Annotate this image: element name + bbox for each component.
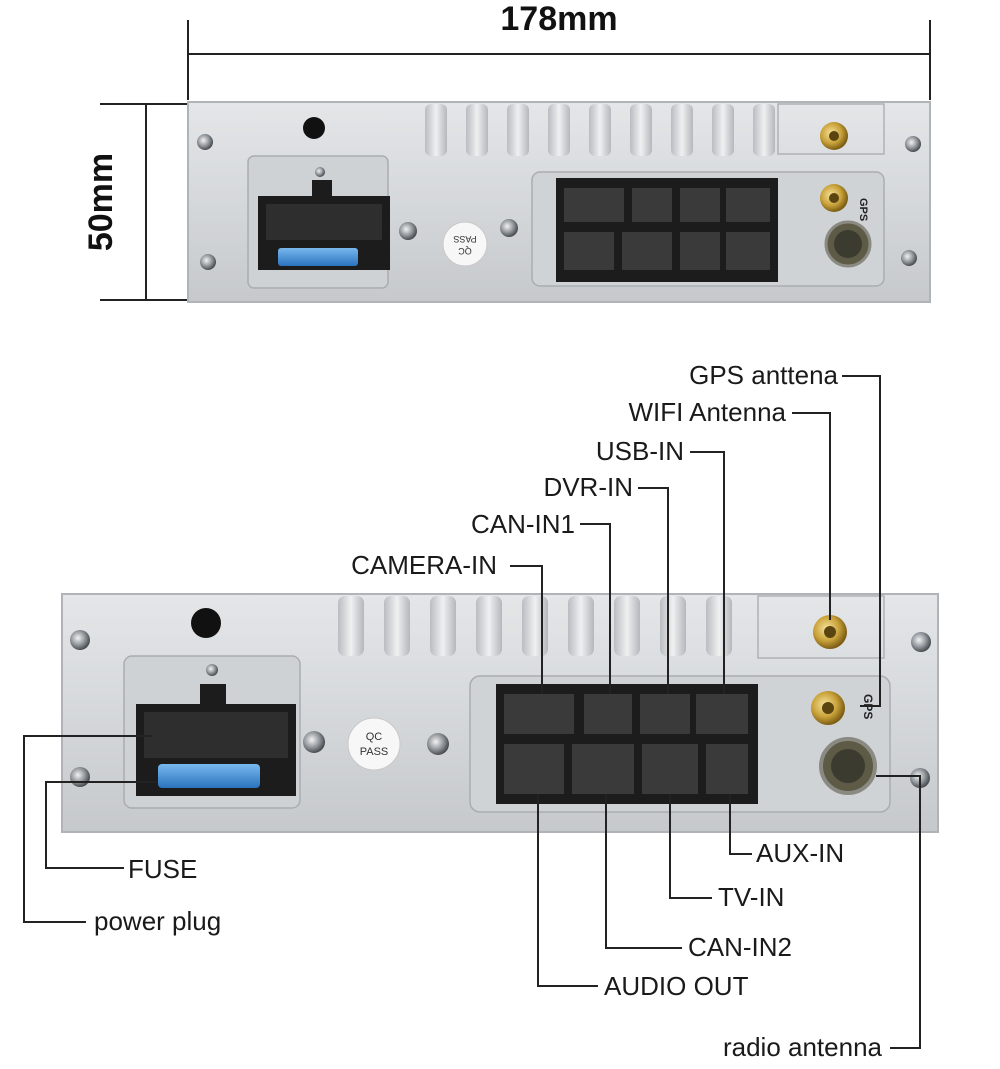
can-in1-port: [584, 694, 632, 734]
label-radio-antenna: radio antenna: [723, 1032, 883, 1062]
bottom-qc-sticker: QC PASS: [347, 717, 401, 771]
screw-icon: [901, 250, 917, 266]
width-label: 178mm: [500, 0, 617, 38]
can-in2-port: [572, 744, 634, 794]
label-gps-antenna: GPS anttena: [689, 360, 838, 390]
leader-lines: [23, 375, 921, 1049]
callout-labels: GPS anttena WIFI Antenna USB-IN DVR-IN C…: [94, 360, 883, 1062]
screw-icon: [200, 254, 216, 270]
audio-out-port: [504, 744, 564, 794]
top-mount-hole: [303, 117, 325, 139]
screw-icon: [70, 630, 90, 650]
bottom-unit: QC PASS GPS: [61, 593, 939, 833]
svg-text:QC: QC: [366, 731, 383, 743]
label-tv-in: TV-IN: [718, 882, 784, 912]
top-cooling-fins: [425, 104, 775, 156]
screw-icon: [911, 632, 931, 652]
label-aux-in: AUX-IN: [756, 838, 844, 868]
height-label: 50mm: [82, 153, 120, 251]
height-dimension: 50mm: [82, 103, 188, 301]
svg-text:GPS: GPS: [857, 198, 869, 221]
label-can-in1: CAN-IN1: [471, 509, 575, 539]
screw-icon: [70, 767, 90, 787]
usb-in-port: [696, 694, 748, 734]
screw-icon: [399, 222, 417, 240]
top-qc-sticker: QC PASS: [442, 221, 488, 267]
top-fuse: [278, 248, 358, 266]
screw-icon: [905, 136, 921, 152]
label-fuse: FUSE: [128, 854, 197, 884]
label-power-plug: power plug: [94, 906, 221, 936]
width-dimension: 178mm: [187, 0, 931, 100]
bottom-cooling-fins: [338, 596, 732, 656]
svg-text:PASS: PASS: [453, 234, 476, 244]
dvr-in-port: [640, 694, 690, 734]
camera-in-port: [504, 694, 574, 734]
bottom-fuse: [158, 764, 260, 788]
aux-in-port: [706, 744, 748, 794]
label-wifi-antenna: WIFI Antenna: [628, 397, 786, 427]
top-unit: QC PASS GPS: [187, 101, 931, 303]
label-audio-out: AUDIO OUT: [604, 971, 749, 1001]
svg-text:PASS: PASS: [360, 746, 389, 758]
screw-icon: [197, 134, 213, 150]
tv-in-port: [642, 744, 698, 794]
label-camera-in: CAMERA-IN: [351, 550, 497, 580]
screw-icon: [427, 733, 449, 755]
screw-icon: [500, 219, 518, 237]
screw-icon: [303, 731, 325, 753]
label-dvr-in: DVR-IN: [543, 472, 633, 502]
bottom-mount-hole: [191, 608, 221, 638]
label-usb-in: USB-IN: [596, 436, 684, 466]
label-can-in2: CAN-IN2: [688, 932, 792, 962]
svg-text:QC: QC: [458, 246, 472, 256]
